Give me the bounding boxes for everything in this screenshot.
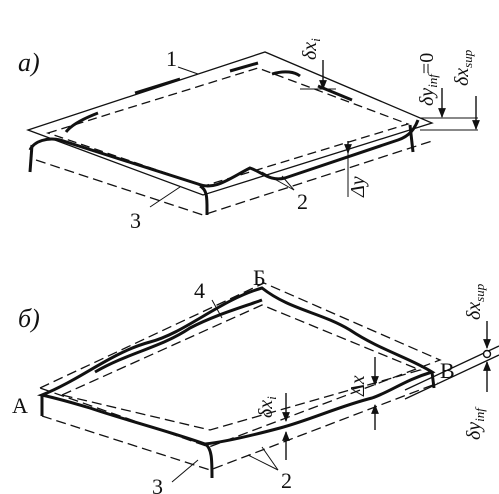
panel-b-deltax-label: Δx (347, 375, 369, 397)
panel-a-callout-2: 2 (297, 189, 308, 214)
panel-b-support-right (430, 371, 436, 389)
panel-a-dxsup-label: δxsup (451, 49, 475, 86)
panel-a-callout-1: 1 (166, 46, 177, 71)
panel-b-leader-4 (211, 299, 223, 319)
panel-a-callout-3: 3 (130, 208, 141, 233)
panel-b-dashed-outer (38, 282, 442, 448)
panel-b-dyinf-label: δyinf (463, 406, 487, 440)
panel-a-leader-2 (281, 175, 295, 191)
panel-b-surface-contour (94, 298, 263, 374)
panel-a-dashed-edge (35, 140, 433, 216)
panel-a-surface-dash (229, 61, 259, 73)
panel-a-leader-3 (149, 186, 181, 208)
panel-b-dxi-label: δxi (255, 396, 279, 418)
panel-a-surface-dash (134, 77, 181, 95)
panel-b-leader-2 (261, 446, 279, 471)
panel-b-dxsup-label: δxsup (463, 283, 487, 320)
panel-a-surface-dash (271, 70, 301, 78)
panel-a-leader-1 (177, 66, 199, 75)
panel-a-surface-dash (64, 111, 99, 133)
panel-b-support-front (204, 442, 214, 479)
panel-a-dashed-boundary (45, 67, 411, 187)
panel-b-pivot-point (482, 349, 492, 359)
panel-b-callout-2: 2 (281, 468, 292, 493)
panel-a-dxi-label: δxi (299, 38, 323, 60)
panel-a-support-left (28, 144, 34, 173)
panel-b-leader-3 (171, 459, 199, 483)
panel-a: а) 1 2 3 δxi δyinf=0 δxsup Δy (18, 38, 480, 233)
panel-b-tag: б) (18, 304, 40, 333)
panel-a-surface-profile (28, 119, 420, 188)
panel-a-support-right (408, 124, 415, 153)
panel-b: б) А Б В 4 2 3 δxi Δx δxsup δyinf (12, 265, 499, 494)
panel-b-leader-2 (247, 454, 279, 471)
panel-b-corner-b: Б (253, 265, 266, 290)
panel-b-dashed-lower (41, 382, 439, 471)
panel-b-callout-4: 4 (194, 278, 205, 303)
panel-a-base-plane (26, 51, 434, 196)
panel-a-dyinf-label: δyinf=0 (416, 53, 440, 106)
panel-a-deltay-label: Δy (347, 176, 369, 198)
panel-b-surface-profile (36, 286, 436, 446)
panel-a-tag: а) (18, 48, 40, 77)
panel-b-corner-v: В (440, 358, 455, 383)
panel-b-corner-a: А (12, 393, 28, 418)
panel-b-dashed-inner (59, 304, 422, 431)
panel-a-leader-2 (261, 171, 295, 191)
panel-a-support-front (199, 184, 209, 216)
panel-b-callout-3: 3 (152, 474, 163, 494)
